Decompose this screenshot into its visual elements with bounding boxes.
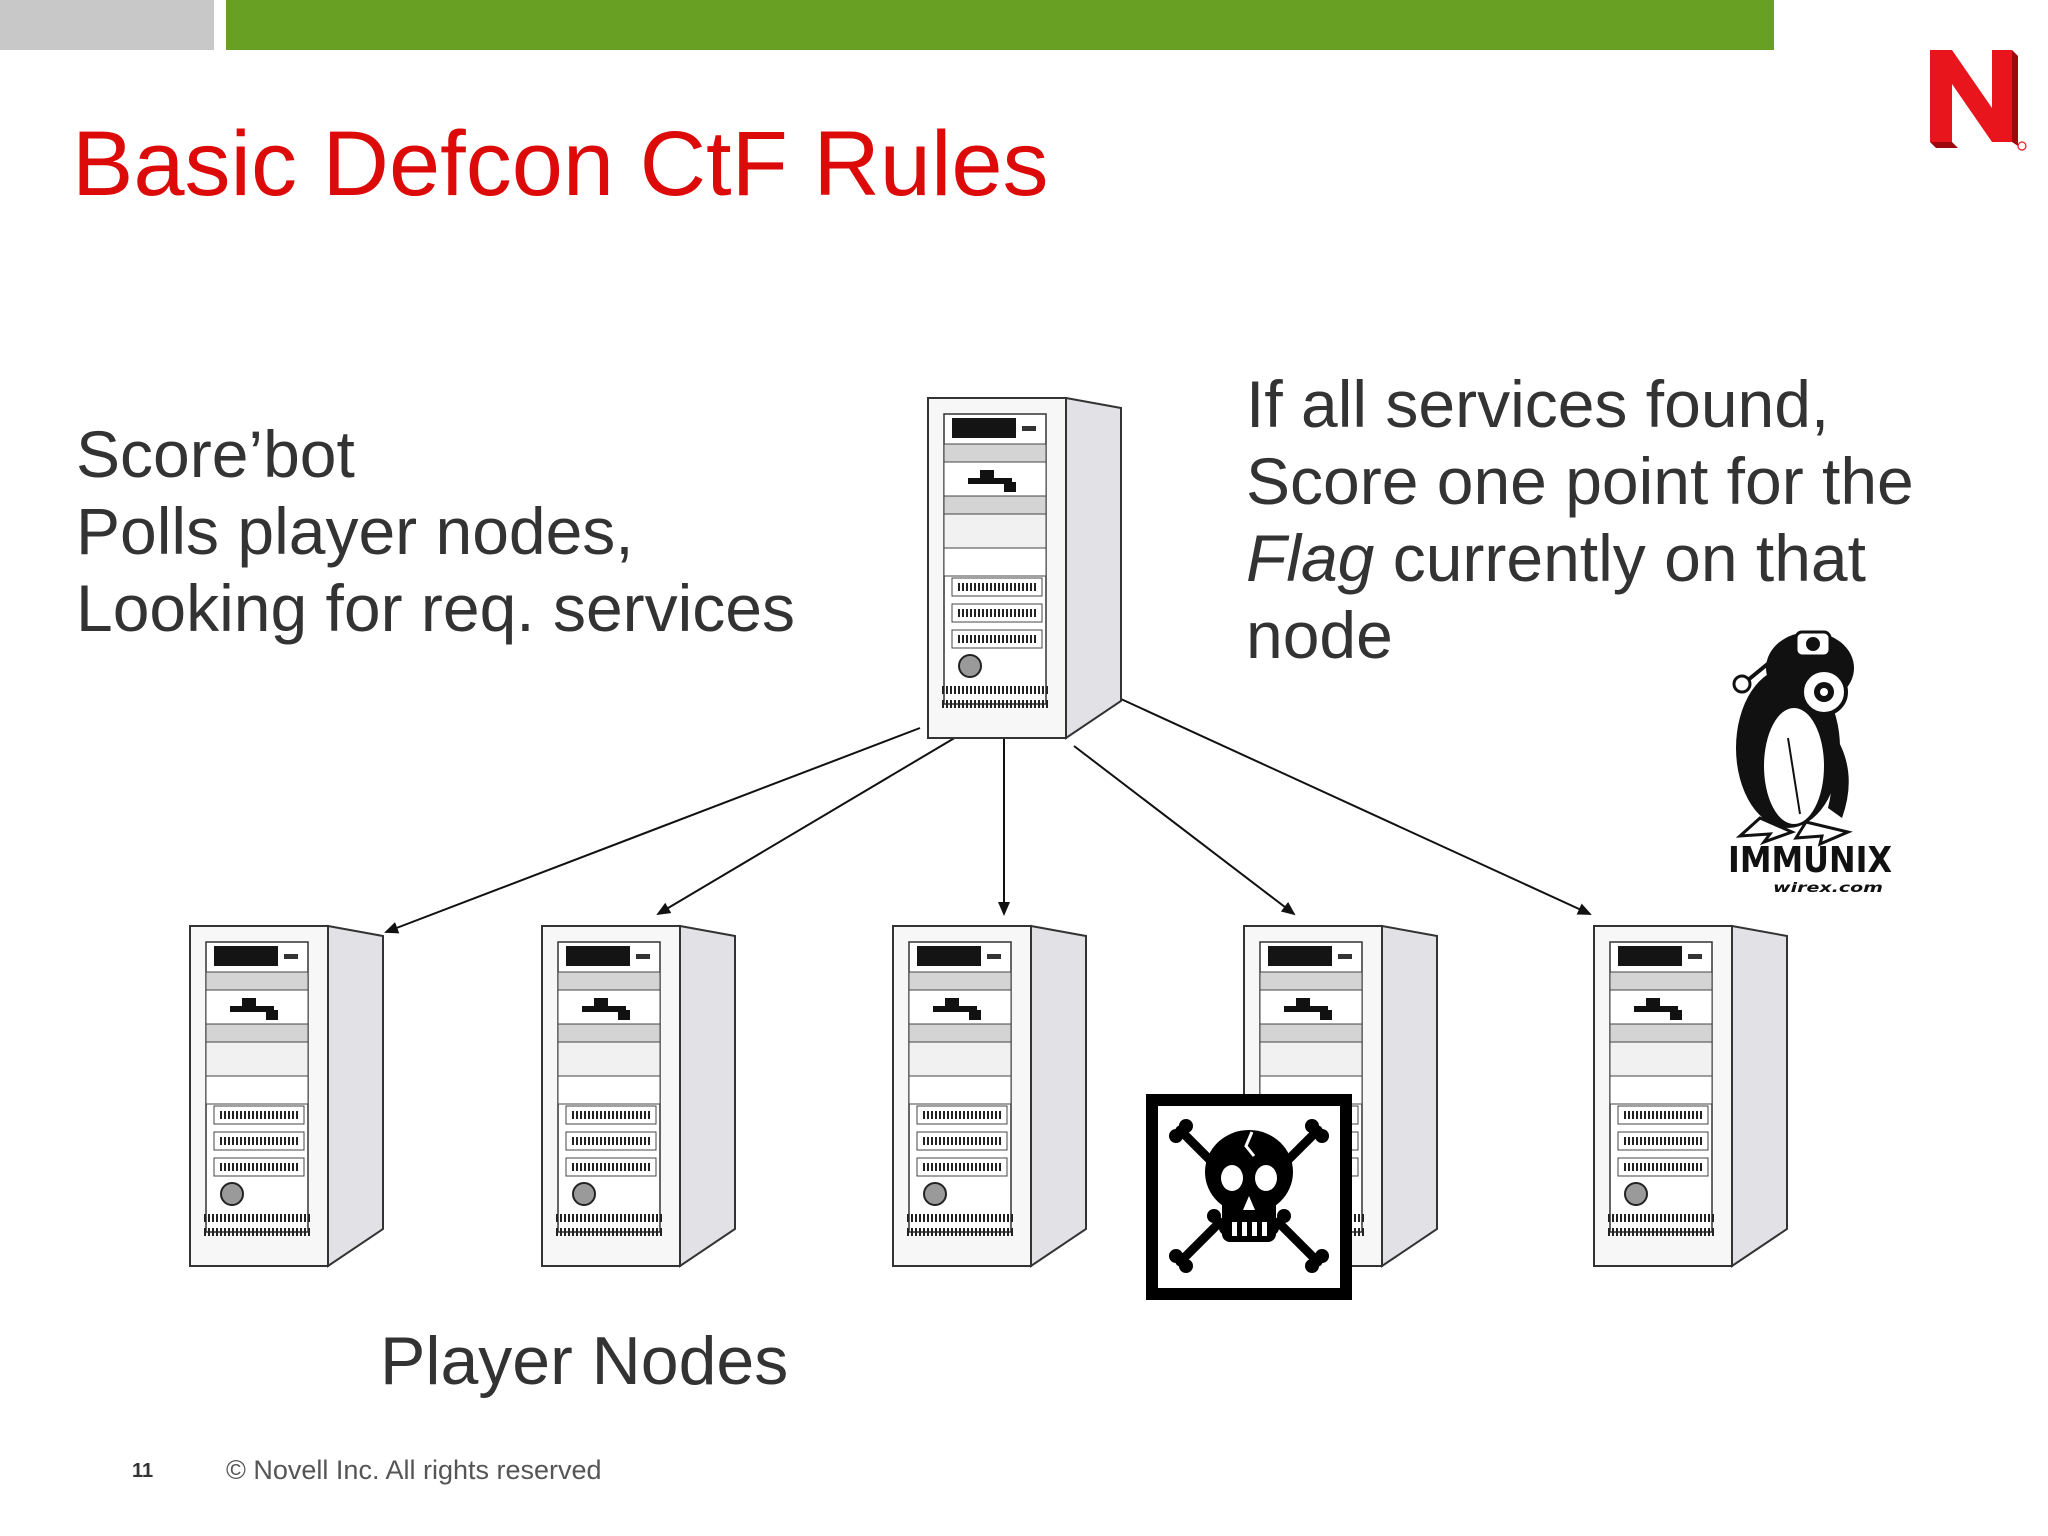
rule-line-2: Score one point for the [1246,444,1914,518]
rule-line-3-rest: currently on that [1374,521,1866,595]
novell-logo-icon [1930,50,2027,151]
top-bar-gray [0,0,214,50]
top-bar-green [226,0,1774,50]
scorebot-line-1: Score’bot [76,417,355,491]
poll-arrow-1 [384,727,921,934]
immunix-penguin-icon: IMMUNIX wirex.com [1728,630,1892,896]
scorebot-server-icon [928,398,1121,738]
poll-arrow-5 [1109,693,1592,915]
player-node-3-icon [893,926,1086,1266]
player-nodes-label: Player Nodes [380,1323,789,1399]
immunix-url: wirex.com [1773,881,1883,896]
slide-number: 11 [132,1460,154,1482]
player-node-2-icon [542,926,735,1266]
rule-line-4: node [1246,598,1393,672]
rule-line-1: If all services found, [1246,367,1830,441]
immunix-label: IMMUNIX [1728,840,1892,881]
player-node-5-icon [1594,926,1787,1266]
copyright-notice: © Novell Inc. All rights reserved [226,1455,602,1485]
scorebot-line-2: Polls player nodes, [76,494,634,568]
poll-arrow-2 [656,729,969,916]
skull-crossbones-icon [1146,1094,1352,1300]
rule-line-3: Flag currently on that [1246,520,1914,597]
flag-word: Flag [1246,521,1375,595]
poll-arrow-4 [1073,745,1296,916]
scoring-rule-description: If all services found, Score one point f… [1246,366,1914,674]
slide-title: Basic Defcon CtF Rules [72,113,1049,215]
player-node-1-icon [190,926,383,1266]
scorebot-description: Score’bot Polls player nodes, Looking fo… [76,416,795,647]
scorebot-line-3: Looking for req. services [76,571,796,645]
